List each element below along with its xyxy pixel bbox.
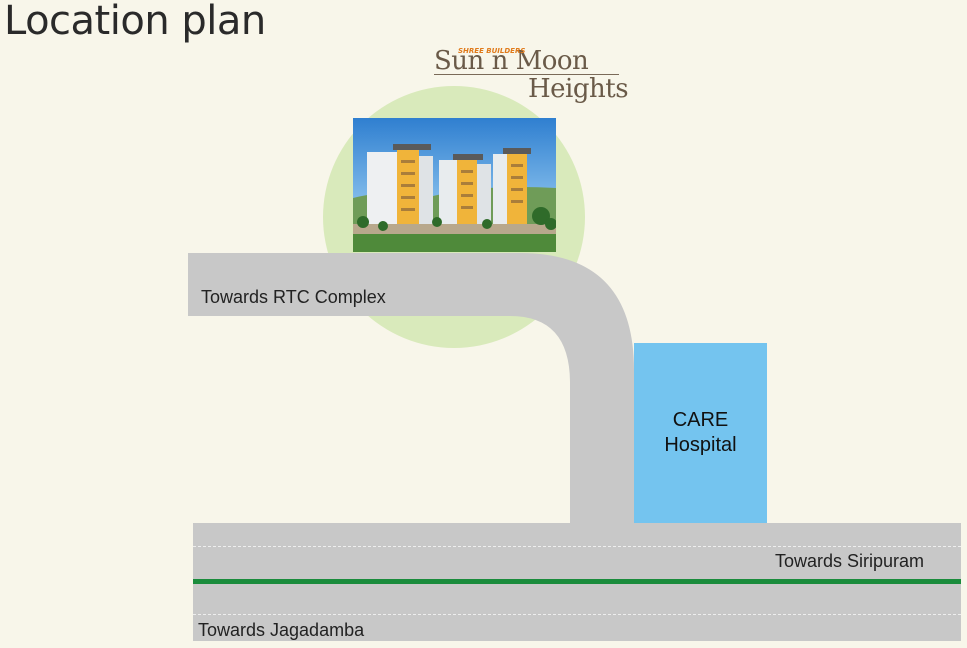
logo-name-line2: Heights xyxy=(528,74,629,104)
road-label-jagadamba: Towards Jagadamba xyxy=(198,620,365,640)
lane-marking-upper xyxy=(193,546,961,547)
logo-builder-name: SHREE BUILDERS xyxy=(458,47,526,55)
hospital-label-line2: Hospital xyxy=(664,434,737,456)
road-rtc-curve-shape xyxy=(188,253,634,524)
page-title: Location plan xyxy=(4,0,266,44)
logo-name-line1: Sun n Moon xyxy=(434,46,589,76)
road-label-siripuram: Towards Siripuram xyxy=(775,551,925,571)
lane-marking-lower xyxy=(193,614,961,615)
logo-divider xyxy=(434,74,619,75)
hospital-label: CARE Hospital xyxy=(664,408,736,458)
road-label-rtc: Towards RTC Complex xyxy=(201,287,386,307)
apartment-building-photo xyxy=(353,118,556,252)
project-logo: Sun n Moon SHREE BUILDERS Heights xyxy=(430,42,630,117)
hospital-label-line1: CARE xyxy=(672,409,729,431)
road-median xyxy=(193,579,961,584)
care-hospital-block: CARE Hospital xyxy=(634,343,767,523)
